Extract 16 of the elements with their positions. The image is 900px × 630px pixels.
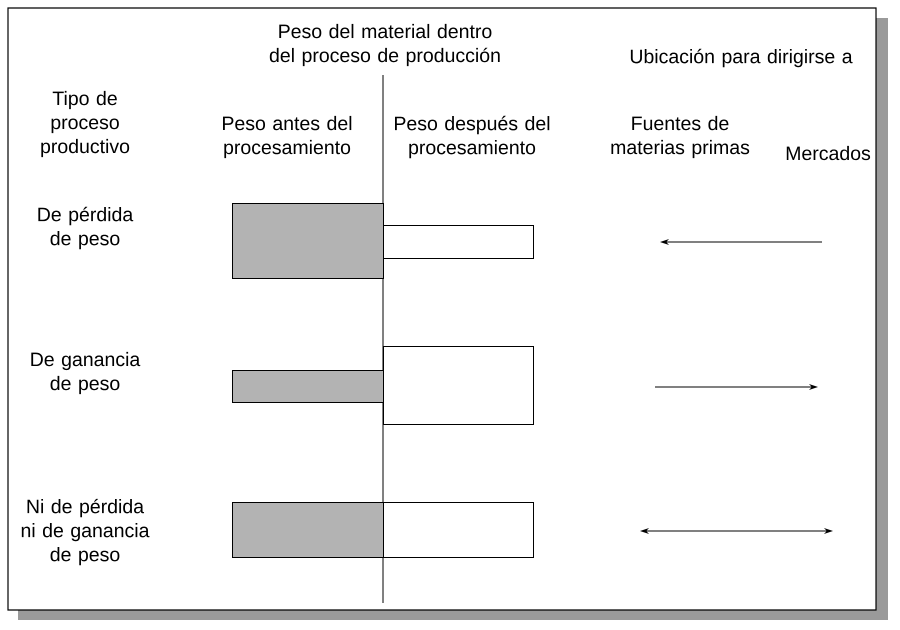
column-heading: Peso del material dentro del proceso de producción [270,24,500,66]
column-heading: Mercados [786,146,870,160]
bar [232,370,384,403]
column-heading: Ubicación para dirigirse a [630,48,853,68]
bar [383,346,534,425]
column-heading: Peso antes del procesamiento [223,116,352,158]
column-heading: Fuentes de materias primas [611,116,750,158]
row-label: De pérdida de peso [38,206,134,250]
bar [383,502,534,558]
bar [232,203,384,279]
bar [383,225,534,259]
column-heading: Tipo de proceso productivo [41,90,130,158]
column-heading: Peso después del procesamiento [395,116,550,158]
row-label: De ganancia de peso [31,352,140,394]
row-label: Ni de pérdida ni de ganancia de peso [22,498,150,566]
bar [232,502,384,558]
